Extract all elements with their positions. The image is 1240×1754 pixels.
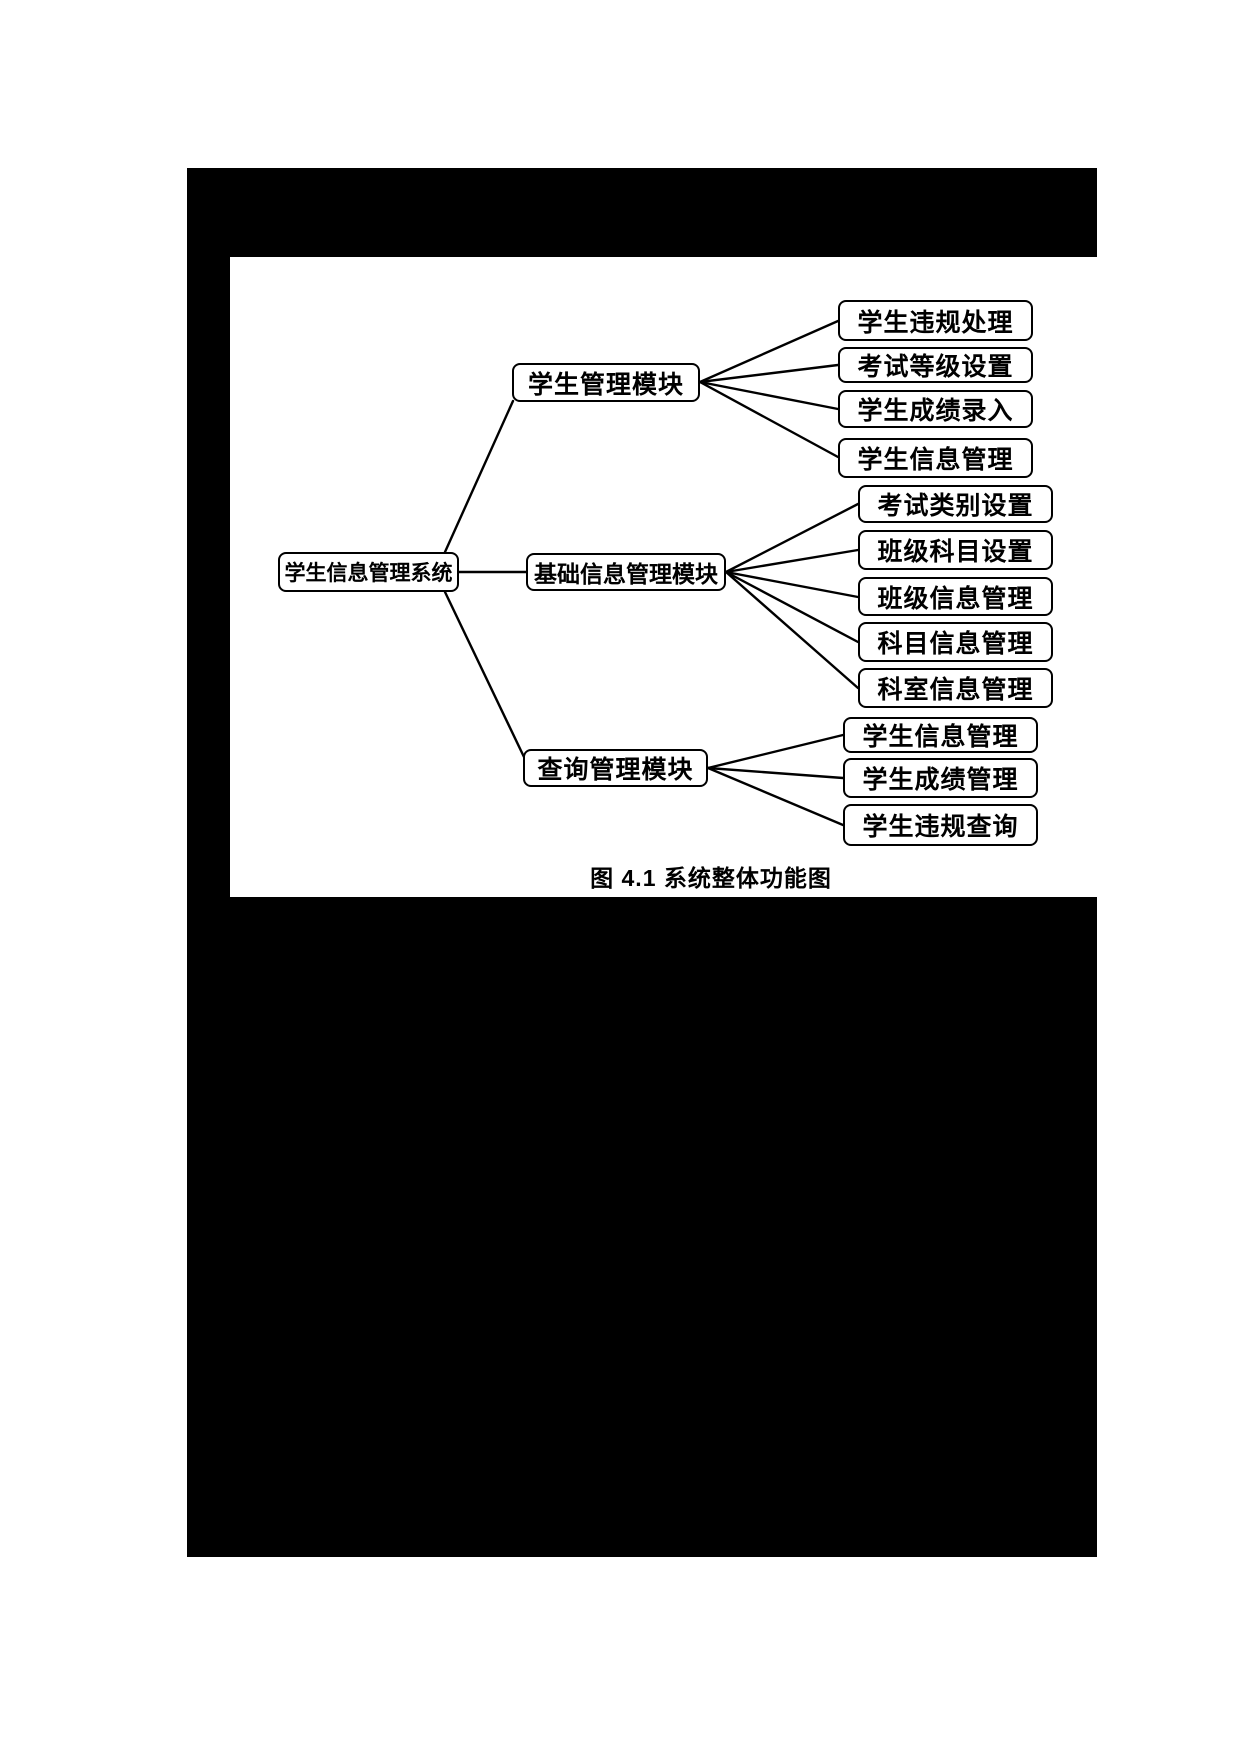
node-student-management-module: 学生管理模块 <box>512 363 700 402</box>
node-student-score-entry: 学生成绩录入 <box>838 390 1033 428</box>
node-basic-info-management-module: 基础信息管理模块 <box>526 553 726 591</box>
node-class-subject-settings: 班级科目设置 <box>858 530 1053 570</box>
node-student-violation-handling: 学生违规处理 <box>838 300 1033 341</box>
node-query-management-module: 查询管理模块 <box>523 749 708 787</box>
node-student-info-management: 学生信息管理 <box>838 438 1033 478</box>
connector-lines <box>443 319 860 827</box>
node-exam-grade-settings: 考试等级设置 <box>838 347 1033 383</box>
node-subject-info-management: 科目信息管理 <box>858 622 1053 662</box>
node-class-info-management: 班级信息管理 <box>858 577 1053 616</box>
node-student-info-management-system: 学生信息管理系统 <box>278 552 459 592</box>
node-exam-category-settings: 考试类别设置 <box>858 485 1053 523</box>
node-department-info-management: 科室信息管理 <box>858 668 1053 708</box>
node-query-student-info-management: 学生信息管理 <box>843 717 1038 753</box>
diagram-area: 学生信息管理系统 学生管理模块 基础信息管理模块 查询管理模块 学生违规处理 考… <box>230 257 1097 897</box>
node-student-score-management: 学生成绩管理 <box>843 758 1038 798</box>
node-student-violation-query: 学生违规查询 <box>843 804 1038 846</box>
figure-caption: 图 4.1 系统整体功能图 <box>590 865 832 891</box>
